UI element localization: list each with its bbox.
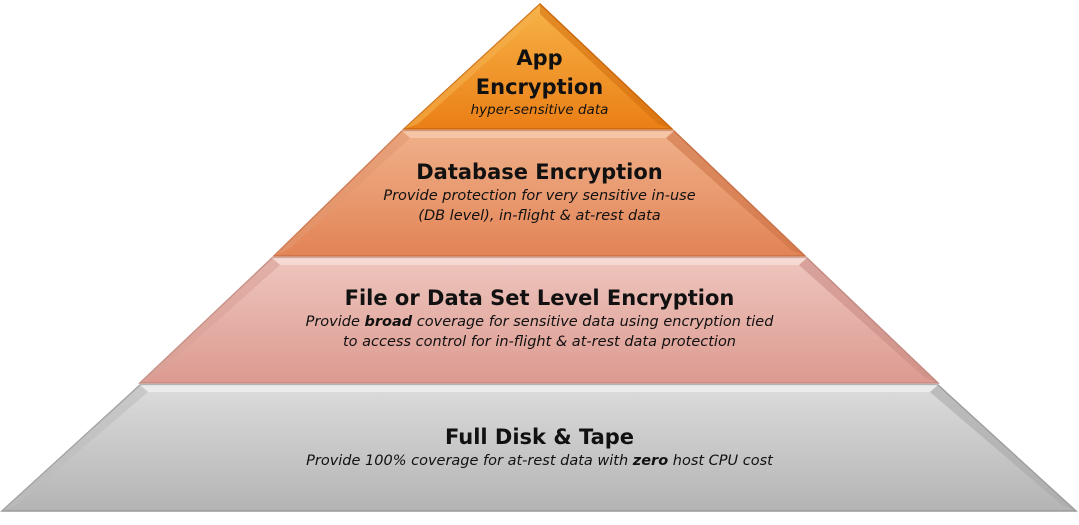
tier-database-bevel-right — [666, 131, 805, 256]
tier-file-description-post: coverage for sensitive data using encryp… — [412, 314, 774, 331]
tier-full-disk-description-pre: Provide 100% coverage for at-rest data w… — [306, 453, 633, 470]
tier-full-disk-bevel-left — [2, 385, 148, 511]
tier-full-disk-title: Full Disk & Tape — [444, 425, 635, 449]
tier-full-disk-bevel-top — [140, 385, 938, 392]
tier-full-disk-description: Provide 100% coverage for at-rest data w… — [0, 452, 1079, 470]
tier-file-bevel-right — [799, 258, 938, 383]
tier-file-label: File or Data Set Level Encryption Provid… — [0, 286, 1079, 351]
tier-full-disk-bevel-right — [930, 385, 1076, 511]
tier-app-title-line2: Encryption — [475, 75, 604, 99]
tier-app-bevel-left — [404, 4, 540, 129]
tier-database-label: Database Encryption Provide protection f… — [0, 160, 1079, 225]
tier-database-bevel-left — [274, 131, 410, 256]
tier-database-description-line2: (DB level), in-flight & at-rest data — [418, 208, 661, 225]
tier-file-bevel-left — [140, 258, 280, 383]
tier-file-description-pre: Provide — [305, 314, 365, 331]
tier-file-title: File or Data Set Level Encryption — [344, 286, 735, 310]
tier-file-description-bold: broad — [364, 314, 413, 331]
tier-full-disk-description-bold: zero — [632, 453, 669, 470]
tier-database-title: Database Encryption — [416, 160, 663, 184]
tier-file-bevel-top — [272, 258, 807, 265]
tier-app-title-line1: App — [516, 46, 563, 70]
tier-database-description-line1: Provide protection for very sensitive in… — [383, 188, 696, 205]
tier-full-disk-description-post: host CPU cost — [668, 453, 773, 470]
tier-full-disk-label: Full Disk & Tape Provide 100% coverage f… — [0, 425, 1079, 470]
tier-app-label: App Encryption hyper-sensitive data — [0, 44, 1079, 119]
tier-file-description-line2: to access control for in-flight & at-res… — [342, 334, 736, 351]
tier-file-description-line1: Provide broad coverage for sensitive dat… — [0, 313, 1079, 331]
tier-app-description: hyper-sensitive data — [470, 102, 609, 118]
tier-database-bevel-top — [402, 131, 674, 138]
tier-app-bevel-right — [540, 4, 672, 129]
